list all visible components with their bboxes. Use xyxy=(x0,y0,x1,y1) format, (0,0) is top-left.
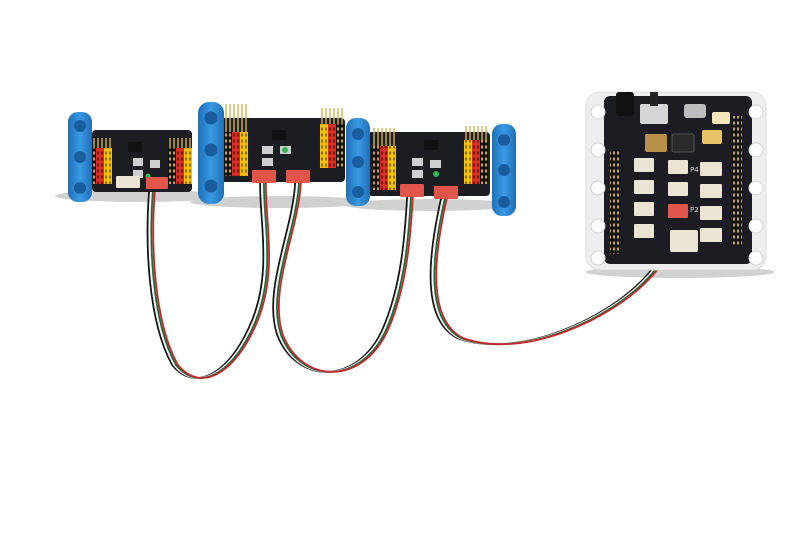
cable-board1-to-board2 xyxy=(146,181,271,379)
servo-driver-board-2 xyxy=(198,102,345,204)
wire-strand xyxy=(148,181,267,379)
wire-strand xyxy=(146,181,265,379)
cable-board2-to-board3 xyxy=(272,181,414,373)
wire-strand xyxy=(152,181,271,379)
wire-strand xyxy=(150,181,269,379)
wire-strand xyxy=(278,181,414,373)
silkscreen-p2: P2 xyxy=(690,206,699,214)
main-board-connectors xyxy=(634,158,722,252)
servo-driver-board-1 xyxy=(68,112,192,202)
main-controller-board: P4 P2 xyxy=(585,91,767,271)
servo-driver-board-3 xyxy=(346,118,516,216)
silkscreen-p4: P4 xyxy=(690,166,699,174)
